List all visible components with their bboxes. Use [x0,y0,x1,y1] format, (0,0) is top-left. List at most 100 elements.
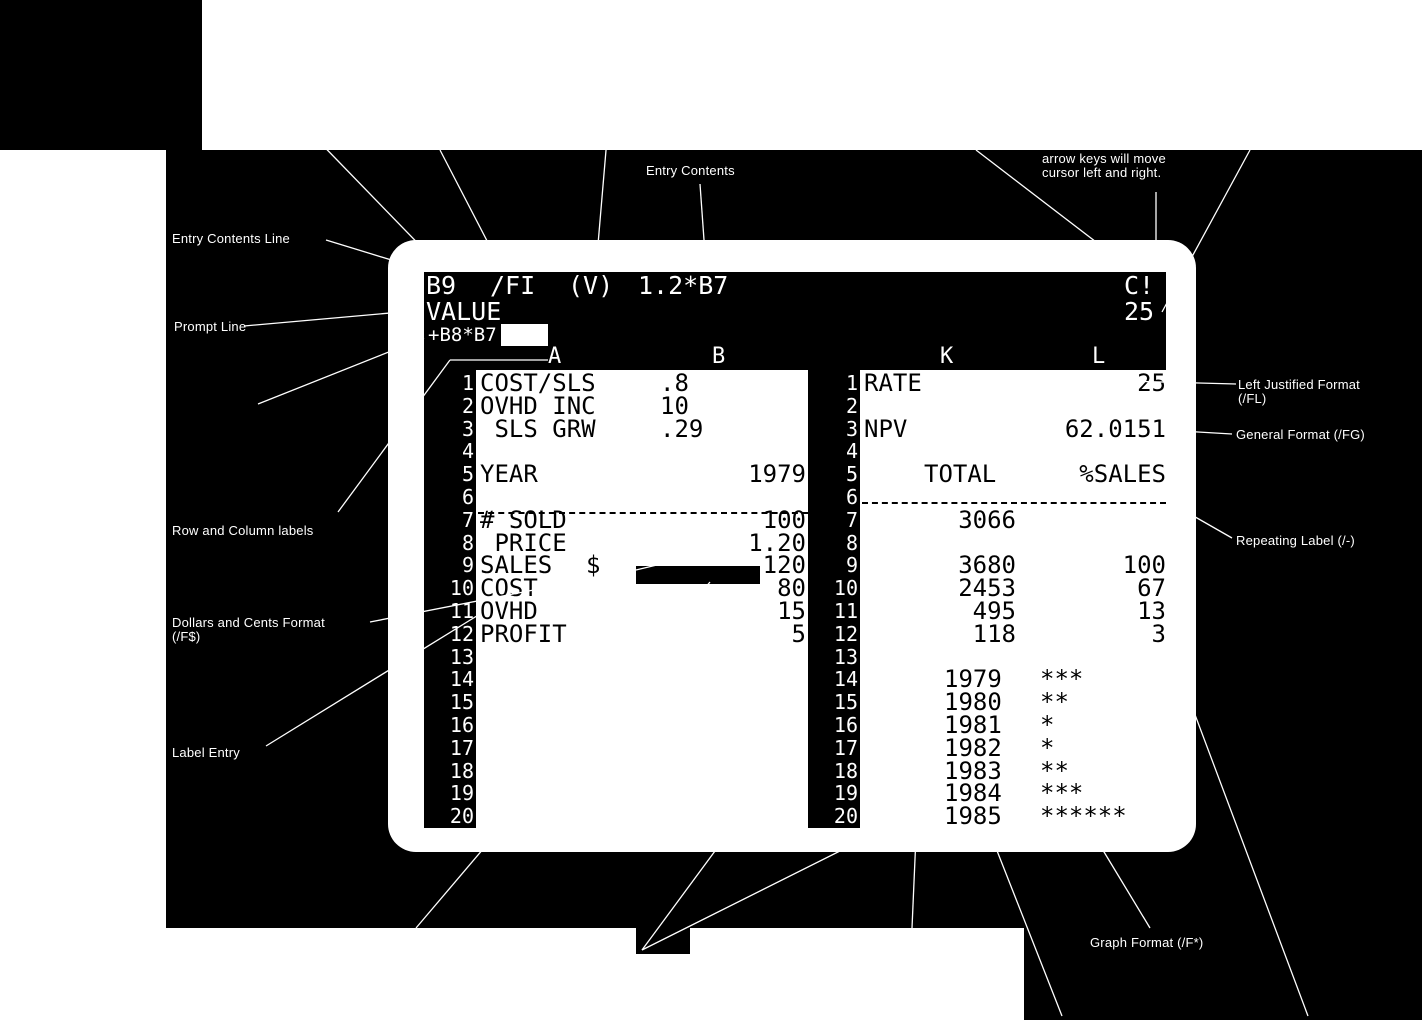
cell-label[interactable]: YEAR [480,460,538,489]
row-number: 7 [845,507,858,532]
row-number: 4 [845,439,858,464]
row-number: 20 [833,804,858,829]
entry-echo[interactable]: +B8*B7 [424,324,501,346]
row-number: 20 [449,804,474,829]
row-number: 9 [845,553,858,578]
column-header-bar [424,346,1166,370]
cell-value[interactable]: ****** [1040,802,1127,831]
row-number: 8 [461,530,474,555]
cell-label[interactable]: NPV [864,414,908,443]
status-type: (V) [568,271,614,300]
cell-value[interactable]: 1979 [748,460,806,489]
cell-label[interactable]: TOTAL [924,460,997,489]
cell-value[interactable]: 5 [791,619,806,648]
callout-repeating-label: Repeating Label (/-) [1236,533,1355,548]
cell-label[interactable]: 118 [972,619,1016,648]
cell-value[interactable]: * [1040,711,1055,739]
cell-label[interactable]: 3066 [958,505,1016,534]
cell-value[interactable]: 3 [1151,619,1166,648]
row-number: 6 [845,485,858,509]
cell-value[interactable]: %SALES [1079,460,1166,489]
cell-value[interactable]: 120 [762,551,806,580]
background-panel [636,928,690,954]
status-indicator: C! [1124,271,1155,300]
cell-label[interactable]: 1982 [944,733,1002,762]
row-number: 2 [461,393,474,418]
status-cell-ref: B9 [426,271,457,300]
cell-label[interactable]: PRICE [480,528,567,557]
row-number: 7 [461,507,474,532]
callout-left-justified: Left Justified Format (/FL) [1238,377,1360,406]
row-number: 10 [449,576,474,601]
cell-value[interactable]: .8 [660,369,689,397]
cell-label[interactable]: 2453 [958,574,1016,603]
cell-value[interactable]: 25 [1137,369,1166,397]
callout-dollars-cents: Dollars and Cents Format (/F$) [172,615,325,644]
callout-arrow-keys: arrow keys will move cursor left and rig… [1042,151,1166,180]
cell-value[interactable]: 15 [777,597,806,625]
row-number: 3 [845,416,858,441]
cell-label[interactable]: SLS GRW [480,414,596,443]
row-number: 14 [833,667,858,692]
prompt-text: VALUE [426,297,502,326]
cell-label[interactable]: PROFIT [480,619,567,648]
row-number: 15 [833,690,858,715]
row-number: 18 [449,758,474,783]
prompt-line [424,300,1166,324]
cell-value[interactable]: 1.20 [748,528,806,557]
cell-value[interactable]: ** [1040,756,1069,785]
row-number: 9 [461,553,474,578]
cell-label[interactable]: 495 [972,597,1016,625]
row-number: 3 [461,416,474,441]
cell-value[interactable]: 100 [1122,551,1166,580]
row-number: 12 [449,621,474,646]
callout-label-entry: Label Entry [172,745,240,760]
entry-line[interactable] [548,324,1166,346]
cell-label[interactable]: 1983 [944,756,1002,785]
column-label-b: B [712,344,726,369]
row-number: 16 [833,713,858,737]
dollar-sign[interactable]: $ [586,551,601,580]
cell-value[interactable]: ** [1040,688,1069,717]
cell-value[interactable]: *** [1040,665,1084,694]
row-number: 2 [845,393,858,418]
cell-value[interactable]: 10 [660,391,689,420]
cell-value[interactable]: .29 [660,414,704,443]
row-number: 19 [833,781,858,806]
cell-label[interactable]: 1985 [944,802,1002,831]
row-number: 5 [461,462,474,487]
column-label-k: K [940,344,954,369]
row-number: 17 [833,735,858,760]
cell-value[interactable]: * [1040,733,1055,762]
row-number: 14 [449,667,474,692]
row-number: 1 [461,371,474,395]
callout-graph-format: Graph Format (/F*) [1090,935,1204,950]
cell-cursor[interactable] [636,566,760,584]
background-panel [1024,928,1422,1020]
cell-label[interactable]: 1979 [944,665,1002,694]
cell-label[interactable]: 1980 [944,688,1002,717]
row-number: 15 [449,690,474,715]
row-number: 11 [833,599,858,623]
cell-label[interactable]: 3680 [958,551,1016,580]
callout-entry-contents: Entry Contents [646,163,735,178]
row-number: 17 [449,735,474,760]
row-number: 6 [461,485,474,509]
cell-label[interactable]: 1984 [944,779,1002,808]
row-number: 8 [845,530,858,555]
row-number: 5 [845,462,858,487]
cell-value[interactable]: 80 [777,574,806,603]
repeating-label-right [862,502,1166,504]
row-number: 13 [449,644,474,669]
cell-label[interactable]: 1981 [944,711,1002,739]
cell-value[interactable]: *** [1040,779,1084,808]
cell-label[interactable]: RATE [864,369,922,397]
cell-label[interactable]: COST/SLS [480,369,596,397]
callout-row-column-labels: Row and Column labels [172,523,314,538]
cell-value[interactable]: 67 [1137,574,1166,603]
cell-label[interactable]: OVHD INC [480,391,596,420]
cell-value[interactable]: 62.0151 [1064,414,1166,443]
row-number: 12 [833,621,858,646]
cell-value[interactable]: 13 [1137,597,1166,625]
column-label-l: L [1092,344,1106,369]
